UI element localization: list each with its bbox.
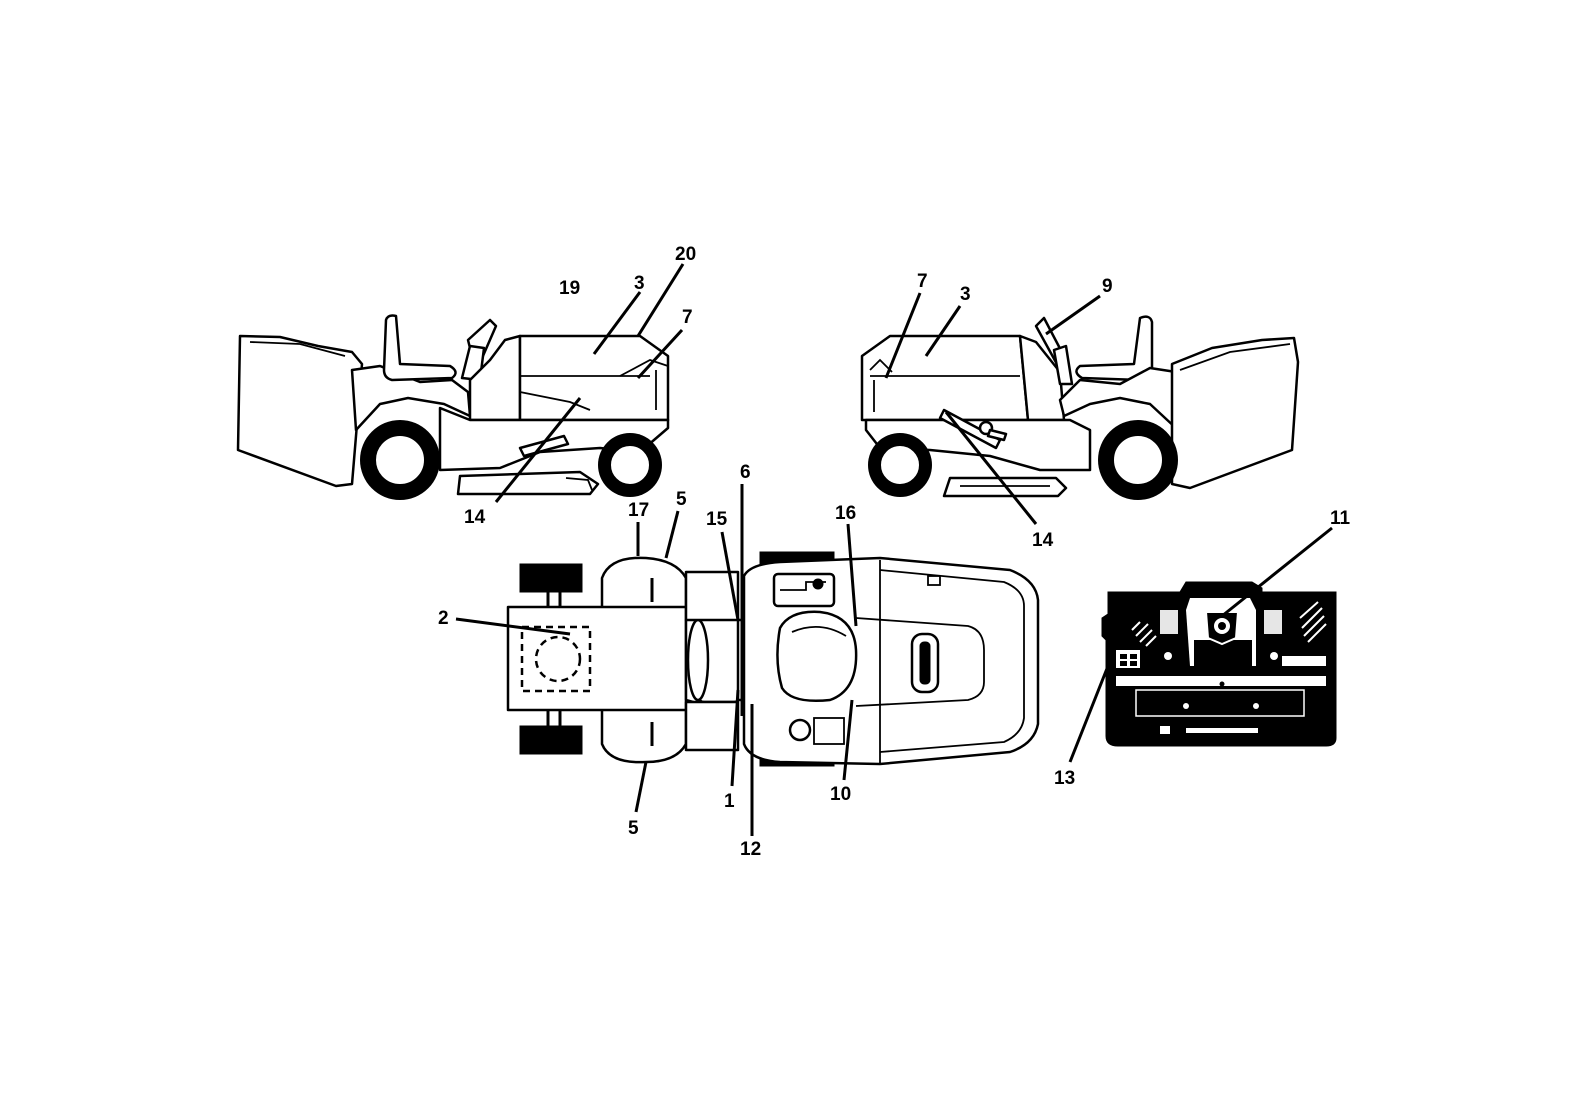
callout-2: 2 bbox=[438, 608, 449, 629]
callout-16: 16 bbox=[835, 503, 856, 524]
callout-9: 9 bbox=[1102, 276, 1113, 297]
leader-lines bbox=[455, 263, 1333, 836]
callout-6: 6 bbox=[740, 462, 751, 483]
callout-7-left: 7 bbox=[682, 307, 693, 328]
callout-1: 1 bbox=[724, 791, 735, 812]
callout-5-bottom: 5 bbox=[628, 818, 639, 839]
callout-12: 12 bbox=[740, 839, 761, 860]
callout-20: 20 bbox=[675, 244, 696, 265]
callout-5-top: 5 bbox=[676, 489, 687, 510]
callout-11: 11 bbox=[1330, 508, 1351, 529]
callout-13: 13 bbox=[1054, 768, 1075, 789]
callout-14-left: 14 bbox=[464, 507, 486, 528]
tractor-right-side-view bbox=[860, 315, 1300, 500]
callout-15: 15 bbox=[706, 509, 728, 530]
callout-14-right: 14 bbox=[1032, 530, 1054, 551]
callout-19: 19 bbox=[559, 278, 580, 299]
callout-3-left: 3 bbox=[634, 273, 645, 294]
callout-labels: 20 19 3 7 14 7 3 9 14 6 17 5 15 16 2 1 1… bbox=[438, 244, 1351, 860]
control-panel-view bbox=[1101, 581, 1337, 747]
callout-7-right: 7 bbox=[917, 271, 928, 292]
tractor-left-side-view bbox=[236, 314, 670, 500]
callout-10: 10 bbox=[830, 784, 851, 805]
callout-17: 17 bbox=[628, 500, 649, 521]
callout-3-right: 3 bbox=[960, 284, 971, 305]
tractor-top-view bbox=[506, 551, 1040, 767]
